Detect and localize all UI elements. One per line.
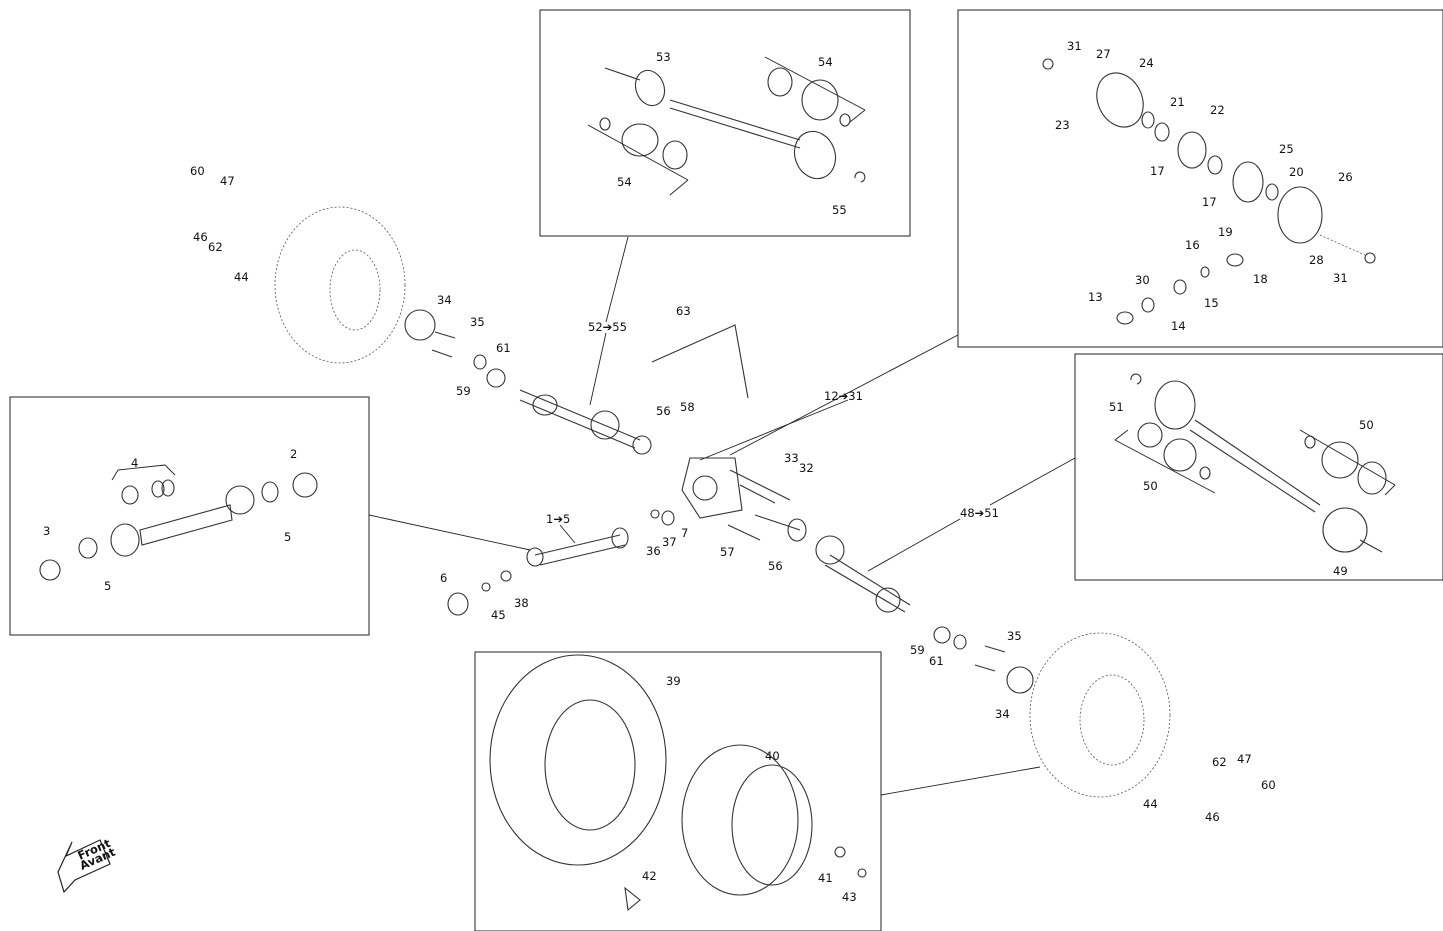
callout-42: 42 — [642, 869, 657, 883]
wheel-left-top — [274, 206, 406, 364]
callout-47: 47 — [220, 174, 235, 188]
callout-26: 26 — [1338, 170, 1353, 184]
detail-box-wheel — [474, 651, 882, 931]
callout-62-b: 62 — [1212, 755, 1227, 769]
callout-61: 61 — [496, 341, 511, 355]
callout-5-b: 5 — [104, 579, 111, 593]
callout-57: 57 — [720, 545, 735, 559]
callout-3: 3 — [43, 524, 50, 538]
callout-19: 19 — [1218, 225, 1233, 239]
callout-51: 51 — [1109, 400, 1124, 414]
callout-15: 15 — [1204, 296, 1219, 310]
callout-49: 49 — [1333, 564, 1348, 578]
group-label: 52➔55 — [588, 320, 627, 334]
callout-2: 2 — [290, 447, 297, 461]
callout-50: 50 — [1359, 418, 1374, 432]
callout-32: 32 — [799, 461, 814, 475]
callout-40: 40 — [765, 749, 780, 763]
wheel-right-bottom — [1029, 632, 1171, 798]
detail-box-differential — [957, 9, 1443, 348]
callout-18: 18 — [1253, 272, 1268, 286]
callout-27: 27 — [1096, 47, 1111, 61]
detail-box-driveshaft — [9, 396, 370, 636]
callout-25: 25 — [1279, 142, 1294, 156]
callout-13: 13 — [1088, 290, 1103, 304]
callout-58: 58 — [680, 400, 695, 414]
callout-35-b: 35 — [1007, 629, 1022, 643]
group-label: 12➔31 — [824, 389, 863, 403]
callout-34: 34 — [437, 293, 452, 307]
callout-38: 38 — [514, 596, 529, 610]
detail-box-axle-rear — [1074, 353, 1443, 581]
callout-61-b: 61 — [929, 654, 944, 668]
callout-55: 55 — [832, 203, 847, 217]
callout-39: 39 — [666, 674, 681, 688]
callout-4: 4 — [131, 456, 138, 470]
callout-60: 60 — [190, 164, 205, 178]
callout-14: 14 — [1171, 319, 1186, 333]
front-arrow-icon: Front Avant — [57, 836, 118, 894]
callout-59: 59 — [456, 384, 471, 398]
callout-62: 62 — [208, 240, 223, 254]
callout-21: 21 — [1170, 95, 1185, 109]
callout-17-b: 17 — [1202, 195, 1217, 209]
group-labels: 52➔55 12➔31 1➔5 48➔51 — [546, 320, 999, 526]
callout-46-b: 46 — [1205, 810, 1220, 824]
callout-16: 16 — [1185, 238, 1200, 252]
callout-24: 24 — [1139, 56, 1154, 70]
callout-45: 45 — [491, 608, 506, 622]
callout-33: 33 — [784, 451, 799, 465]
callout-44-b: 44 — [1143, 797, 1158, 811]
callout-63: 63 — [676, 304, 691, 318]
callout-17: 17 — [1150, 164, 1165, 178]
callout-59-b: 59 — [910, 643, 925, 657]
callout-46: 46 — [193, 230, 208, 244]
callout-7: 7 — [681, 526, 688, 540]
callout-54-b: 54 — [617, 175, 632, 189]
callout-50-b: 50 — [1143, 479, 1158, 493]
callouts: 1 2 3 4 5 6 7 12 13 14 15 16 17 18 19 20… — [43, 39, 1374, 904]
callout-41: 41 — [818, 871, 833, 885]
callout-22: 22 — [1210, 103, 1225, 117]
callout-35: 35 — [470, 315, 485, 329]
callout-43: 43 — [842, 890, 857, 904]
callout-47-b: 47 — [1237, 752, 1252, 766]
callout-53: 53 — [656, 50, 671, 64]
callout-28: 28 — [1309, 253, 1324, 267]
callout-56: 56 — [656, 404, 671, 418]
callout-34-b: 34 — [995, 707, 1010, 721]
callout-31-b: 31 — [1333, 271, 1348, 285]
callout-56-b: 56 — [768, 559, 783, 573]
callout-60-b: 60 — [1261, 778, 1276, 792]
callout-5: 5 — [284, 530, 291, 544]
callout-37: 37 — [662, 535, 677, 549]
callout-20: 20 — [1289, 165, 1304, 179]
main-assembly — [404, 309, 1034, 694]
callout-36: 36 — [646, 544, 661, 558]
detail-box-axle-front — [539, 9, 911, 237]
leader-lines — [368, 236, 1076, 796]
callout-6: 6 — [440, 571, 447, 585]
callout-30: 30 — [1135, 273, 1150, 287]
callout-23: 23 — [1055, 118, 1070, 132]
callout-54: 54 — [818, 55, 833, 69]
callout-31: 31 — [1067, 39, 1082, 53]
callout-44: 44 — [234, 270, 249, 284]
group-label: 48➔51 — [960, 506, 999, 520]
group-label: 1➔5 — [546, 512, 570, 526]
